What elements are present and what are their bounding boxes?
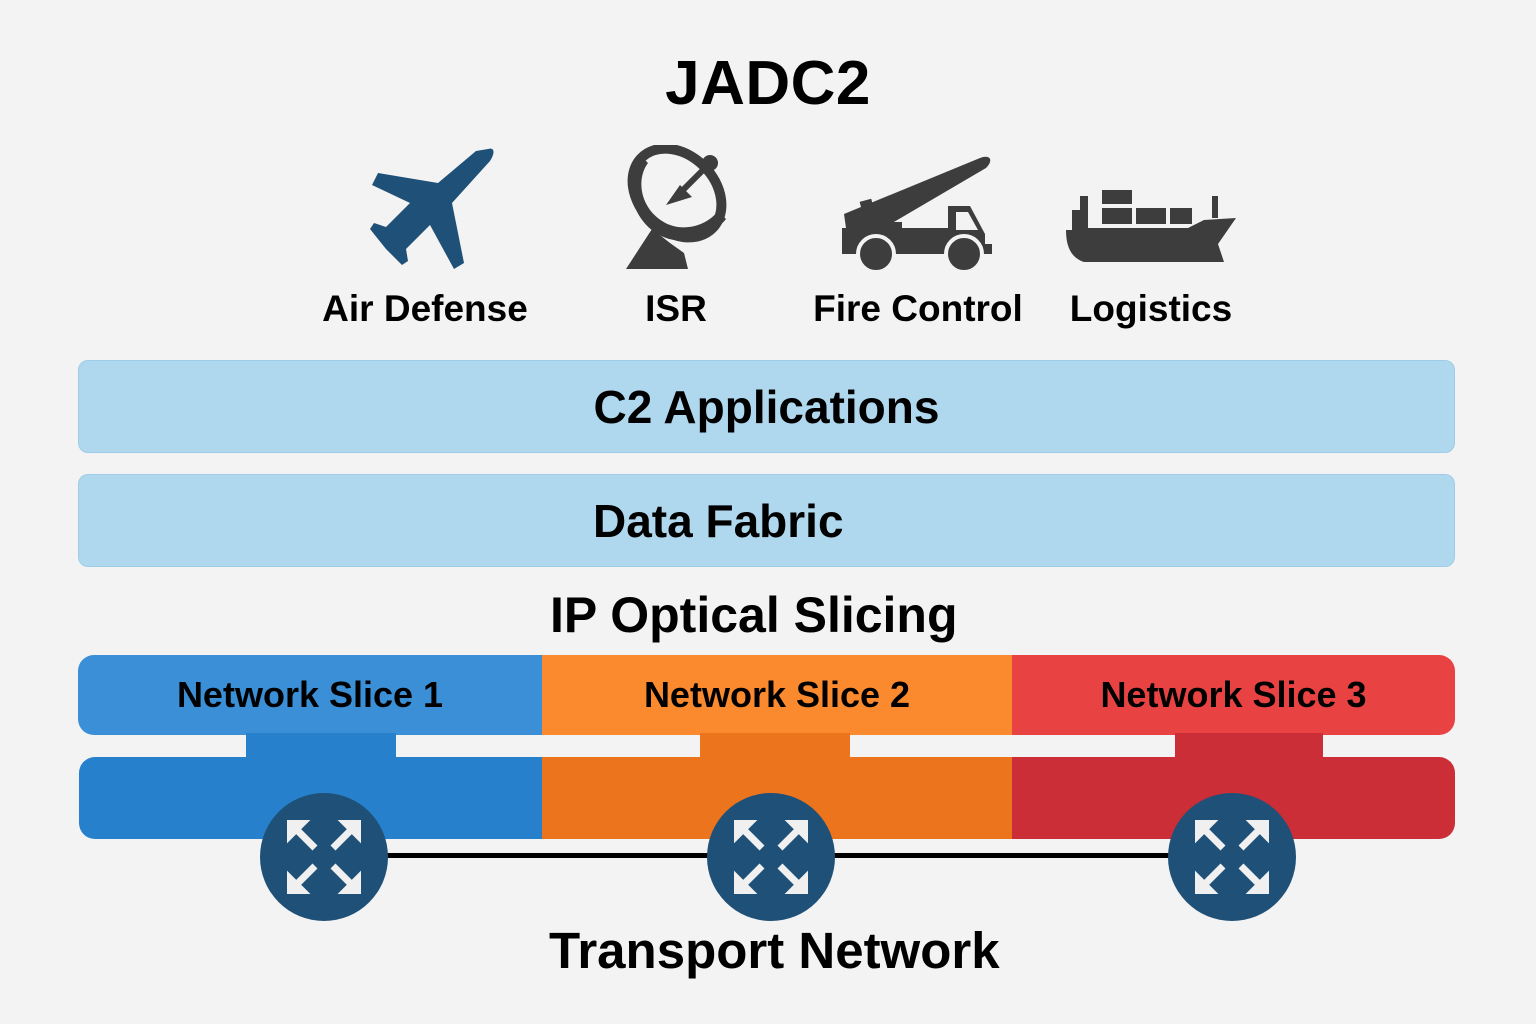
diagram-title: JADC2 <box>665 49 871 118</box>
router-2 <box>707 793 835 921</box>
network-slice-3: Network Slice 3 <box>1012 655 1455 735</box>
capability-label-fire-control: Fire Control <box>813 288 1023 329</box>
missile-launcher-truck-icon <box>840 150 995 275</box>
layer-label-data-fabric: Data Fabric <box>593 495 844 547</box>
slice-2-connector <box>700 733 850 759</box>
router-arrows-icon <box>734 820 808 894</box>
slice-3-connector <box>1175 733 1323 759</box>
network-slice-1-label: Network Slice 1 <box>176 674 444 715</box>
network-slice-1: Network Slice 1 <box>78 655 542 735</box>
network-slice-2: Network Slice 2 <box>542 655 1012 735</box>
transport-title: Transport Network <box>549 922 1000 979</box>
layer-data-fabric: Data Fabric <box>78 474 1455 567</box>
capability-label-isr: ISR <box>645 288 707 329</box>
slicing-title: IP Optical Slicing <box>550 587 958 643</box>
router-arrows-icon <box>287 820 361 894</box>
network-slice-3-label: Network Slice 3 <box>1100 674 1367 715</box>
slice-1-connector <box>246 733 396 759</box>
router-1 <box>260 793 388 921</box>
cargo-ship-icon <box>1064 188 1240 273</box>
layer-c2-applications: C2 Applications <box>78 360 1455 453</box>
router-arrows-icon <box>1195 820 1269 894</box>
capability-label-logistics: Logistics <box>1069 288 1233 329</box>
router-3 <box>1168 793 1296 921</box>
network-slice-2-label: Network Slice 2 <box>643 674 911 715</box>
capability-label-air-defense: Air Defense <box>322 288 528 329</box>
satellite-dish-icon <box>622 143 734 278</box>
layer-label-c2-applications: C2 Applications <box>593 381 940 433</box>
fighter-jet-icon <box>364 145 496 278</box>
